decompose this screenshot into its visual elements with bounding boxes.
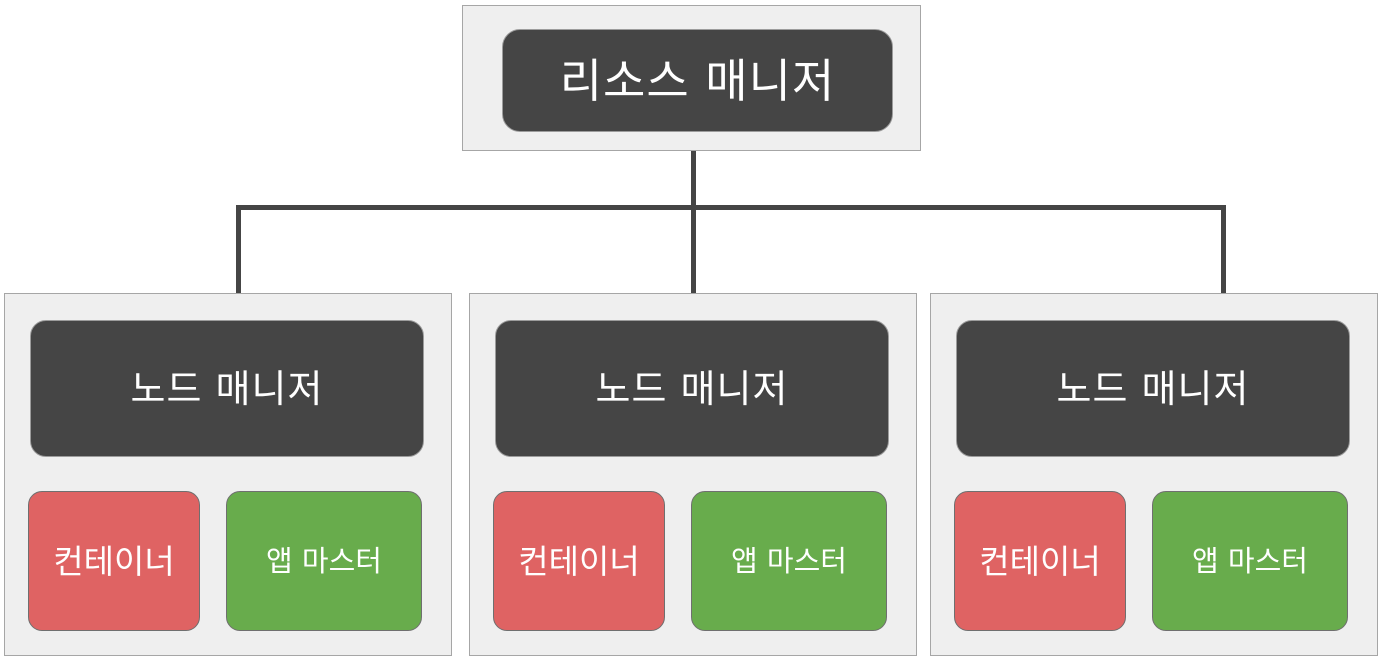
node-manager-label-1: 노드 매니저 [130, 366, 324, 411]
container-box-2[interactable]: 컨테이너 [493, 491, 665, 631]
app-master-box-3[interactable]: 앱 마스터 [1152, 491, 1348, 631]
connector-drop-node-3 [1221, 205, 1226, 294]
connector-horizontal-bus [236, 205, 1226, 210]
node-manager-box-1[interactable]: 노드 매니저 [30, 320, 424, 457]
container-box-3[interactable]: 컨테이너 [954, 491, 1126, 631]
connector-drop-node-1 [236, 205, 241, 294]
app-master-label-1: 앱 마스터 [266, 543, 382, 578]
resource-manager-label: 리소스 매니저 [559, 53, 836, 108]
node-manager-label-3: 노드 매니저 [1056, 366, 1250, 411]
app-master-label-2: 앱 마스터 [731, 543, 847, 578]
node-manager-label-2: 노드 매니저 [595, 366, 789, 411]
app-master-label-3: 앱 마스터 [1192, 543, 1308, 578]
container-box-1[interactable]: 컨테이너 [28, 491, 200, 631]
connector-drop-node-2 [691, 205, 696, 294]
node-manager-box-3[interactable]: 노드 매니저 [956, 320, 1350, 457]
container-label-1: 컨테이너 [53, 541, 175, 581]
app-master-box-1[interactable]: 앱 마스터 [226, 491, 422, 631]
container-label-3: 컨테이너 [979, 541, 1101, 581]
node-manager-box-2[interactable]: 노드 매니저 [495, 320, 889, 457]
app-master-box-2[interactable]: 앱 마스터 [691, 491, 887, 631]
resource-manager-box[interactable]: 리소스 매니저 [502, 29, 893, 132]
container-label-2: 컨테이너 [518, 541, 640, 581]
connector-root-stem [691, 151, 696, 207]
